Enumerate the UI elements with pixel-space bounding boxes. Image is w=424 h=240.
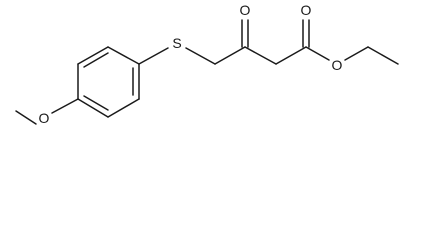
- ring-bond: [77, 46, 109, 65]
- ester-to-ether-oxygen-bond: [305, 46, 330, 61]
- methoxy-oxygen-label: O: [39, 110, 50, 126]
- ring-double-bond: [83, 95, 109, 111]
- ester-carbonyl-oxygen-label: O: [301, 2, 312, 18]
- ring-bond: [107, 46, 140, 65]
- benzene-ring: [77, 46, 140, 118]
- methoxy-methyl-bond: [15, 110, 37, 125]
- ring-to-methoxy-oxygen-bond: [51, 98, 79, 114]
- ketone-oxygen-label: O: [240, 2, 251, 18]
- ring-bond: [107, 98, 140, 118]
- ring-to-sulfur-bond: [138, 47, 169, 65]
- ether-oxygen-to-ch2-bond: [344, 46, 369, 61]
- sulfur-label: S: [172, 35, 181, 51]
- ch2-to-ketone-bond: [214, 46, 246, 65]
- ketone-to-ch2-bond: [244, 46, 277, 65]
- ethyl-bond: [367, 46, 399, 65]
- ester-ether-oxygen-label: O: [332, 57, 343, 73]
- structure-diagram: O S O O O: [15, 2, 399, 126]
- ring-bond: [77, 98, 109, 118]
- sulfur-to-ch2-bond: [185, 47, 216, 65]
- ch2-to-ester-bond: [275, 46, 307, 65]
- ring-double-bond: [83, 52, 109, 68]
